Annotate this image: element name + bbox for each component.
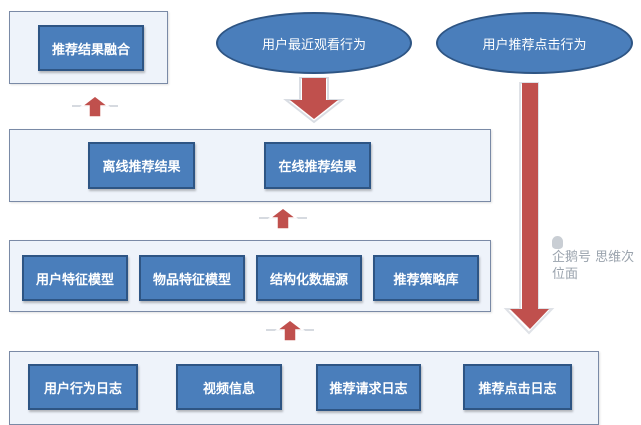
- result-layer: [9, 129, 491, 202]
- node-online-result: 在线推荐结果: [264, 142, 371, 189]
- node-user-feature-model: 用户特征模型: [22, 255, 128, 301]
- watermark: 企鹅号 思维次位面: [552, 236, 636, 283]
- arrow-down-rec-click: [503, 82, 555, 335]
- node-rec-request-log: 推荐请求日志: [316, 364, 421, 411]
- arrow-up-to-fusion: [72, 95, 118, 118]
- node-item-feature-model: 物品特征模型: [139, 255, 245, 301]
- node-rec-click-log: 推荐点击日志: [463, 364, 572, 410]
- penguin-icon: [552, 236, 563, 249]
- watermark-text: 企鹅号 思维次位面: [552, 250, 635, 282]
- node-user-behavior-log: 用户行为日志: [28, 364, 138, 410]
- arrow-up-to-model: [266, 319, 314, 342]
- input-rec-click: 用户推荐点击行为: [436, 12, 633, 74]
- node-result-fusion: 推荐结果融合: [38, 25, 144, 71]
- node-offline-result: 离线推荐结果: [88, 142, 195, 189]
- node-video-info: 视频信息: [176, 364, 282, 410]
- node-strategy-library: 推荐策略库: [373, 255, 479, 301]
- node-structured-data-source: 结构化数据源: [256, 255, 362, 301]
- arrow-up-to-result: [259, 207, 307, 230]
- input-recent-watch: 用户最近观看行为: [216, 12, 412, 74]
- arrow-down-recent-watch: [283, 77, 345, 124]
